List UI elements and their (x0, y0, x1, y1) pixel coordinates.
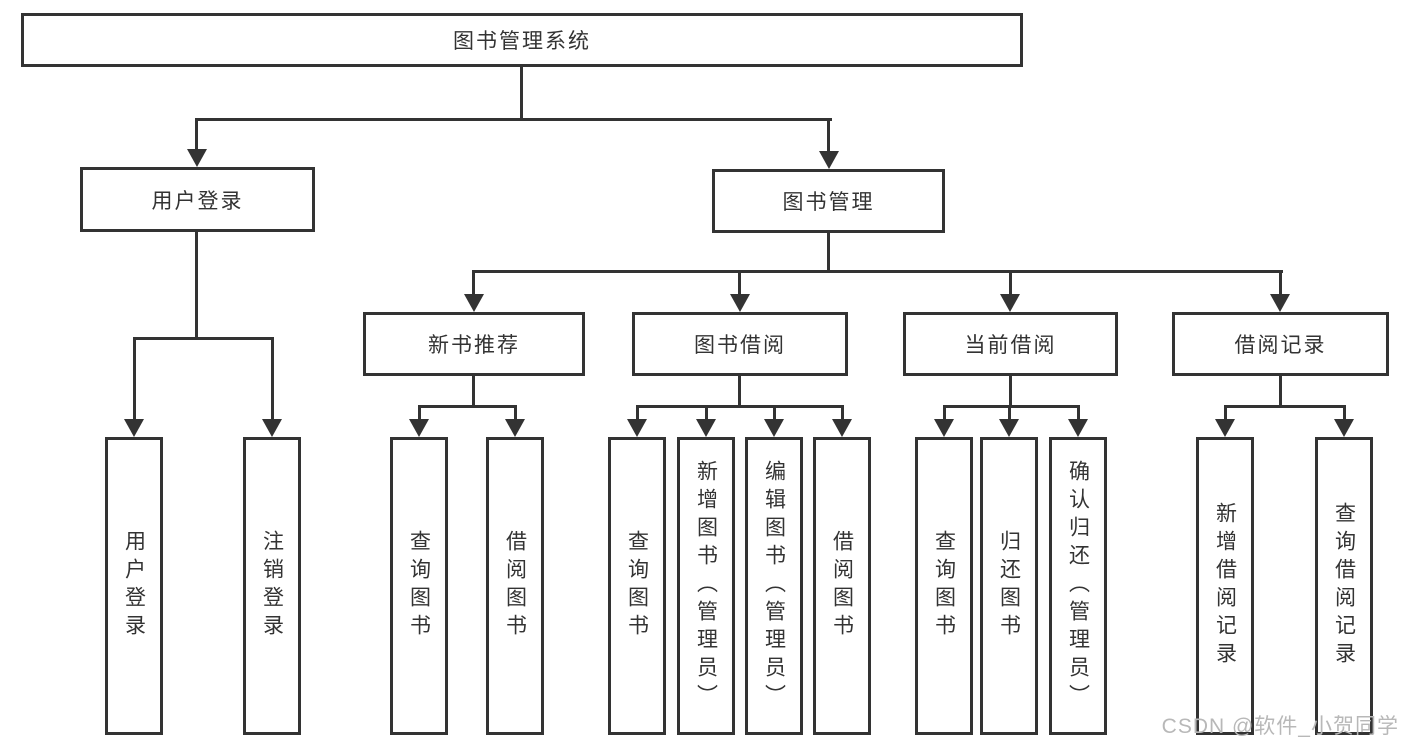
connector-line (1008, 405, 1011, 423)
arrow-down-icon (1334, 419, 1354, 437)
connector-line (943, 405, 1080, 408)
node-new-book-recommendation: 新书推荐 (363, 312, 585, 376)
connector-line (195, 232, 198, 337)
connector-line (1279, 376, 1282, 405)
connector-line (133, 337, 136, 421)
connector-line (1077, 405, 1080, 423)
arrow-down-icon (999, 419, 1019, 437)
connector-line (520, 67, 523, 118)
arrow-down-icon (1068, 419, 1088, 437)
leaf-edit-book-admin: 编辑图书（管理员） (745, 437, 803, 735)
connector-line (738, 270, 741, 298)
node-book-borrowing: 图书借阅 (632, 312, 848, 376)
connector-line (1009, 270, 1012, 298)
node-book-management-branch: 图书管理 (712, 169, 945, 233)
connector-line (271, 337, 274, 421)
connector-line (196, 118, 832, 121)
connector-line (514, 405, 517, 423)
connector-line (827, 118, 830, 154)
connector-line (841, 405, 844, 423)
connector-line (1279, 270, 1282, 298)
connector-line (1343, 405, 1346, 423)
arrow-down-icon (696, 419, 716, 437)
arrow-down-icon (262, 419, 282, 437)
connector-line (827, 233, 830, 273)
connector-line (636, 405, 844, 408)
leaf-query-borrow-record: 查询借阅记录 (1315, 437, 1373, 735)
arrow-down-icon (832, 419, 852, 437)
arrow-down-icon (505, 419, 525, 437)
connector-line (705, 405, 708, 423)
leaf-query-books-current: 查询图书 (915, 437, 973, 735)
arrow-down-icon (124, 419, 144, 437)
arrow-down-icon (1215, 419, 1235, 437)
connector-line (195, 118, 198, 152)
connector-line (418, 405, 421, 423)
arrow-down-icon (934, 419, 954, 437)
connector-line (418, 405, 517, 408)
node-user-login-branch: 用户登录 (80, 167, 315, 232)
connector-line (1224, 405, 1346, 408)
connector-line (943, 405, 946, 423)
arrow-down-icon (1270, 294, 1290, 312)
node-library-management-system: 图书管理系统 (21, 13, 1023, 67)
leaf-logout: 注销登录 (243, 437, 301, 735)
leaf-add-borrow-record: 新增借阅记录 (1196, 437, 1254, 735)
arrow-down-icon (627, 419, 647, 437)
connector-line (1224, 405, 1227, 423)
leaf-borrow-books-recommend: 借阅图书 (486, 437, 544, 735)
leaf-query-books-borrow: 查询图书 (608, 437, 666, 735)
arrow-down-icon (1000, 294, 1020, 312)
connector-line (1009, 376, 1012, 405)
arrow-down-icon (464, 294, 484, 312)
arrow-down-icon (764, 419, 784, 437)
arrow-down-icon (730, 294, 750, 312)
leaf-confirm-return-admin: 确认归还（管理员） (1049, 437, 1107, 735)
leaf-add-book-admin: 新增图书（管理员） (677, 437, 735, 735)
connector-line (472, 270, 475, 298)
arrow-down-icon (187, 149, 207, 167)
leaf-query-books-recommend: 查询图书 (390, 437, 448, 735)
connector-line (133, 337, 274, 340)
csdn-watermark: CSDN @软件_小贺同学 (1161, 715, 1399, 738)
connector-line (738, 376, 741, 405)
leaf-user-login: 用户登录 (105, 437, 163, 735)
connector-line (472, 376, 475, 405)
node-current-borrowing: 当前借阅 (903, 312, 1118, 376)
arrow-down-icon (819, 151, 839, 169)
connector-line (636, 405, 639, 423)
leaf-borrow-books: 借阅图书 (813, 437, 871, 735)
connector-line (773, 405, 776, 423)
connector-line (473, 270, 1283, 273)
leaf-return-book: 归还图书 (980, 437, 1038, 735)
arrow-down-icon (409, 419, 429, 437)
node-borrowing-records: 借阅记录 (1172, 312, 1389, 376)
